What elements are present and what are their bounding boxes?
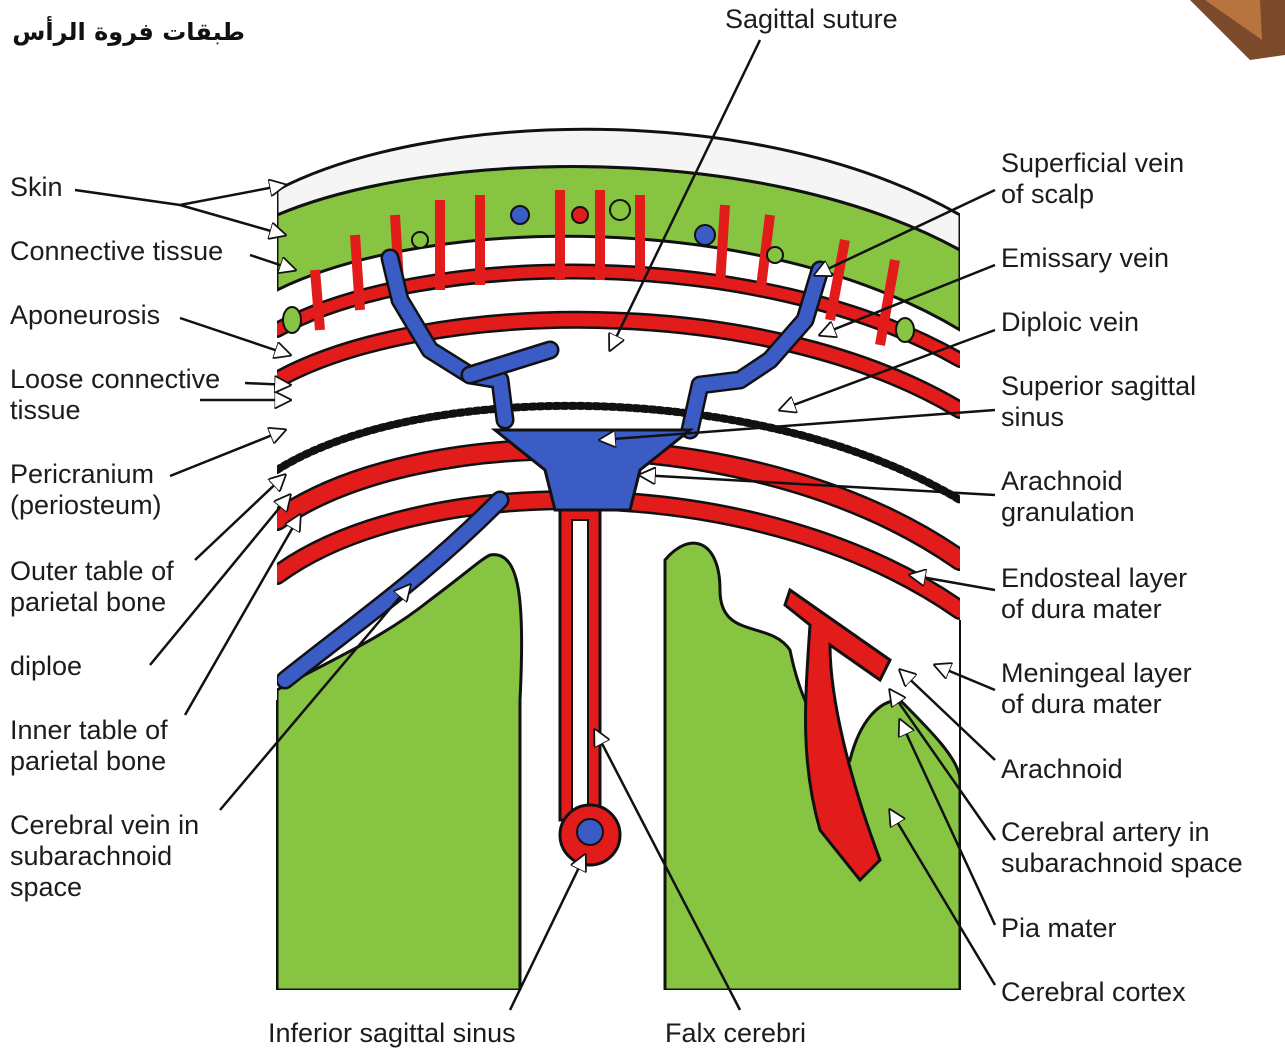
- label-pia-mater: Pia mater: [1001, 913, 1117, 944]
- label-diploe: diploe: [10, 651, 82, 682]
- label-arachnoid: Arachnoid: [1001, 754, 1123, 785]
- label-inferior-sagittal-sinus: Inferior sagittal sinus: [268, 1018, 516, 1049]
- arabic-title: طبقات فروة الرأس: [12, 18, 245, 46]
- label-skin: Skin: [10, 172, 63, 203]
- label-connective-tissue: Connective tissue: [10, 236, 223, 267]
- label-cerebral-cortex: Cerebral cortex: [1001, 977, 1186, 1008]
- label-sagittal-suture: Sagittal suture: [725, 4, 898, 35]
- corner-photo-icon: [1190, 0, 1285, 60]
- label-pericranium: Pericranium(periosteum): [10, 459, 162, 521]
- label-diploic-vein: Diploic vein: [1001, 307, 1139, 338]
- label-aponeurosis: Aponeurosis: [10, 300, 160, 331]
- label-emissary-vein: Emissary vein: [1001, 243, 1169, 274]
- label-falx-cerebri: Falx cerebri: [665, 1018, 806, 1049]
